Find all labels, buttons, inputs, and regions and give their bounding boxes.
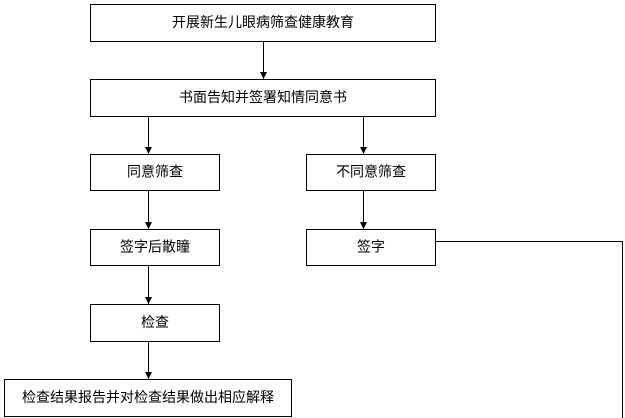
node-agree: 同意筛查 [90,154,220,191]
node-consent: 书面告知并签署知情同意书 [90,79,436,117]
connector-sign-to-report [435,241,623,418]
node-report: 检查结果报告并对检查结果做出相应解释 [4,379,292,417]
node-exam-label: 检查 [141,315,169,331]
node-disagree-label: 不同意筛查 [336,164,406,181]
node-sign: 签字 [306,229,436,266]
node-education-label: 开展新生儿眼病筛查健康教育 [172,14,354,31]
node-consent-label: 书面告知并签署知情同意书 [179,89,347,106]
node-sign-dilate: 签字后散瞳 [90,229,220,266]
node-sign-dilate-label: 签字后散瞳 [120,239,190,256]
connectors [145,42,623,418]
node-sign-label: 签字 [357,239,385,256]
node-exam: 检查 [90,304,220,342]
node-education: 开展新生儿眼病筛查健康教育 [90,4,436,42]
node-agree-label: 同意筛查 [127,164,183,181]
node-disagree: 不同意筛查 [306,154,436,191]
node-report-label: 检查结果报告并对检查结果做出相应解释 [22,389,274,406]
